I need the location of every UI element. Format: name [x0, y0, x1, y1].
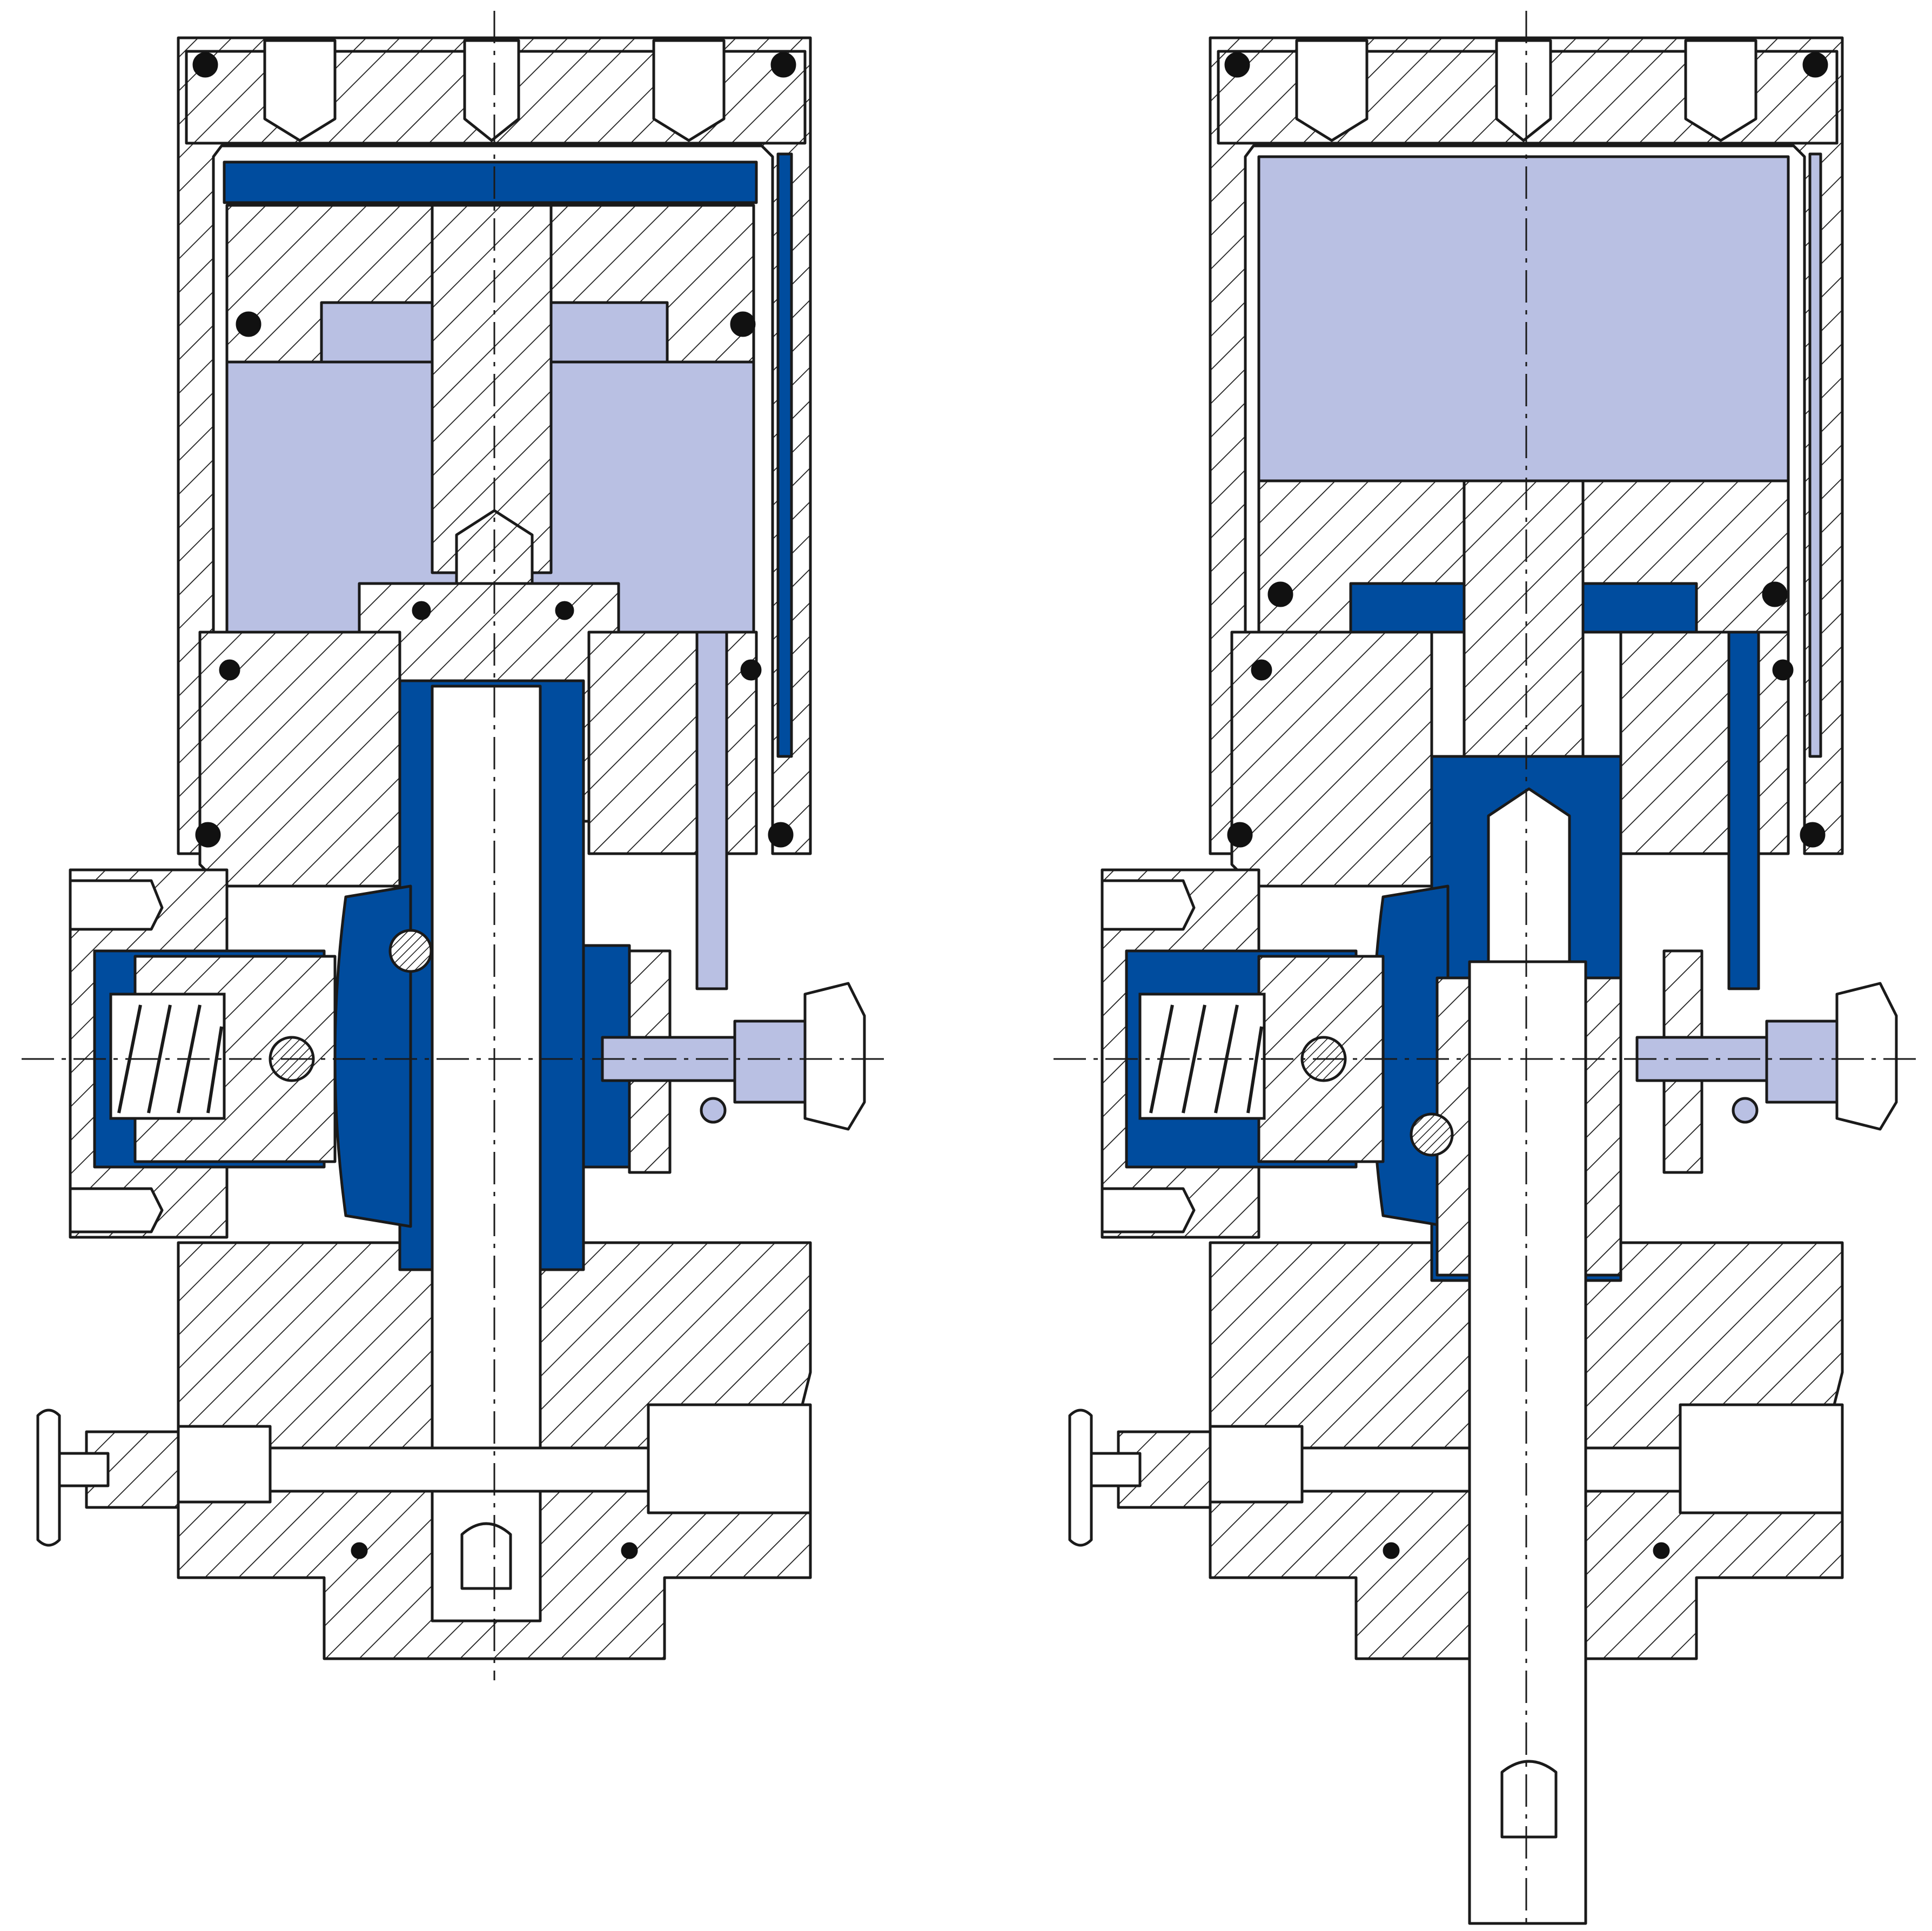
o-rings-left — [192, 52, 796, 1559]
center-block-right — [587, 631, 758, 855]
bleed-screw-stem-r — [1090, 1452, 1142, 1487]
lower-cross-passage-r — [1300, 1446, 1471, 1493]
lower-cross-passage — [269, 1446, 650, 1493]
stem-slot — [460, 1522, 512, 1590]
cap-bolt-hole-r1 — [1295, 39, 1369, 142]
bottom-side-port-left-r — [1209, 1425, 1304, 1504]
pilot-knob-r — [1835, 982, 1898, 1131]
pivot-pin-upper — [388, 929, 433, 973]
o-rings-right — [1224, 52, 1828, 1559]
valve-view-right — [1054, 11, 1921, 1929]
vertical-passage-low-pressure — [695, 631, 728, 990]
spring-housing-port-bottom — [69, 1187, 164, 1233]
vertical-passage-high-pressure-right — [1727, 631, 1760, 990]
cap-bolt-hole-1 — [263, 39, 337, 142]
bottom-side-port-left — [177, 1425, 272, 1504]
liner-channel-high-pressure — [776, 152, 793, 758]
spring-housing-port-bottom-r — [1101, 1187, 1196, 1233]
bleed-screw-knob — [36, 1409, 61, 1547]
pilot-knob — [803, 982, 866, 1131]
valve-stem — [431, 685, 542, 1622]
pilot-ball — [700, 1097, 727, 1124]
rod-tip-right — [1487, 787, 1571, 963]
pivot-pin-upper-r — [1410, 1112, 1454, 1157]
spring-housing-port-top — [69, 879, 164, 931]
cap-bolt-hole-3 — [652, 39, 726, 142]
bleed-screw-knob-r — [1068, 1409, 1093, 1547]
lower-cross-passage-r2 — [1584, 1446, 1682, 1493]
cap-bolt-hole-r2 — [1495, 39, 1552, 142]
valve-stem-right — [1468, 960, 1587, 1925]
chamber-upper-high-pressure — [223, 160, 758, 204]
cap-bolt-hole-2 — [463, 39, 520, 142]
stem-slot-right — [1500, 1760, 1558, 1839]
cap-bolt-hole-r3 — [1684, 39, 1757, 142]
valve-view-left — [22, 11, 886, 1680]
spring — [109, 993, 226, 1120]
center-block-right-r — [1619, 631, 1790, 855]
spring-housing-port-top-r — [1101, 879, 1196, 931]
spring-right — [1138, 993, 1266, 1120]
bottom-side-port-right-r — [1679, 1403, 1844, 1514]
pilot-fitting-r — [1765, 1020, 1844, 1104]
piston-rod-right — [1463, 479, 1585, 796]
pilot-fitting — [733, 1020, 812, 1104]
pilot-ball-r — [1732, 1097, 1759, 1124]
bleed-screw-stem — [58, 1452, 110, 1487]
bottom-side-port-right — [647, 1403, 812, 1514]
liner-channel-low-pressure-right — [1808, 152, 1822, 758]
chamber-upper-low-pressure-right — [1257, 155, 1790, 482]
piston-rod — [431, 204, 553, 574]
